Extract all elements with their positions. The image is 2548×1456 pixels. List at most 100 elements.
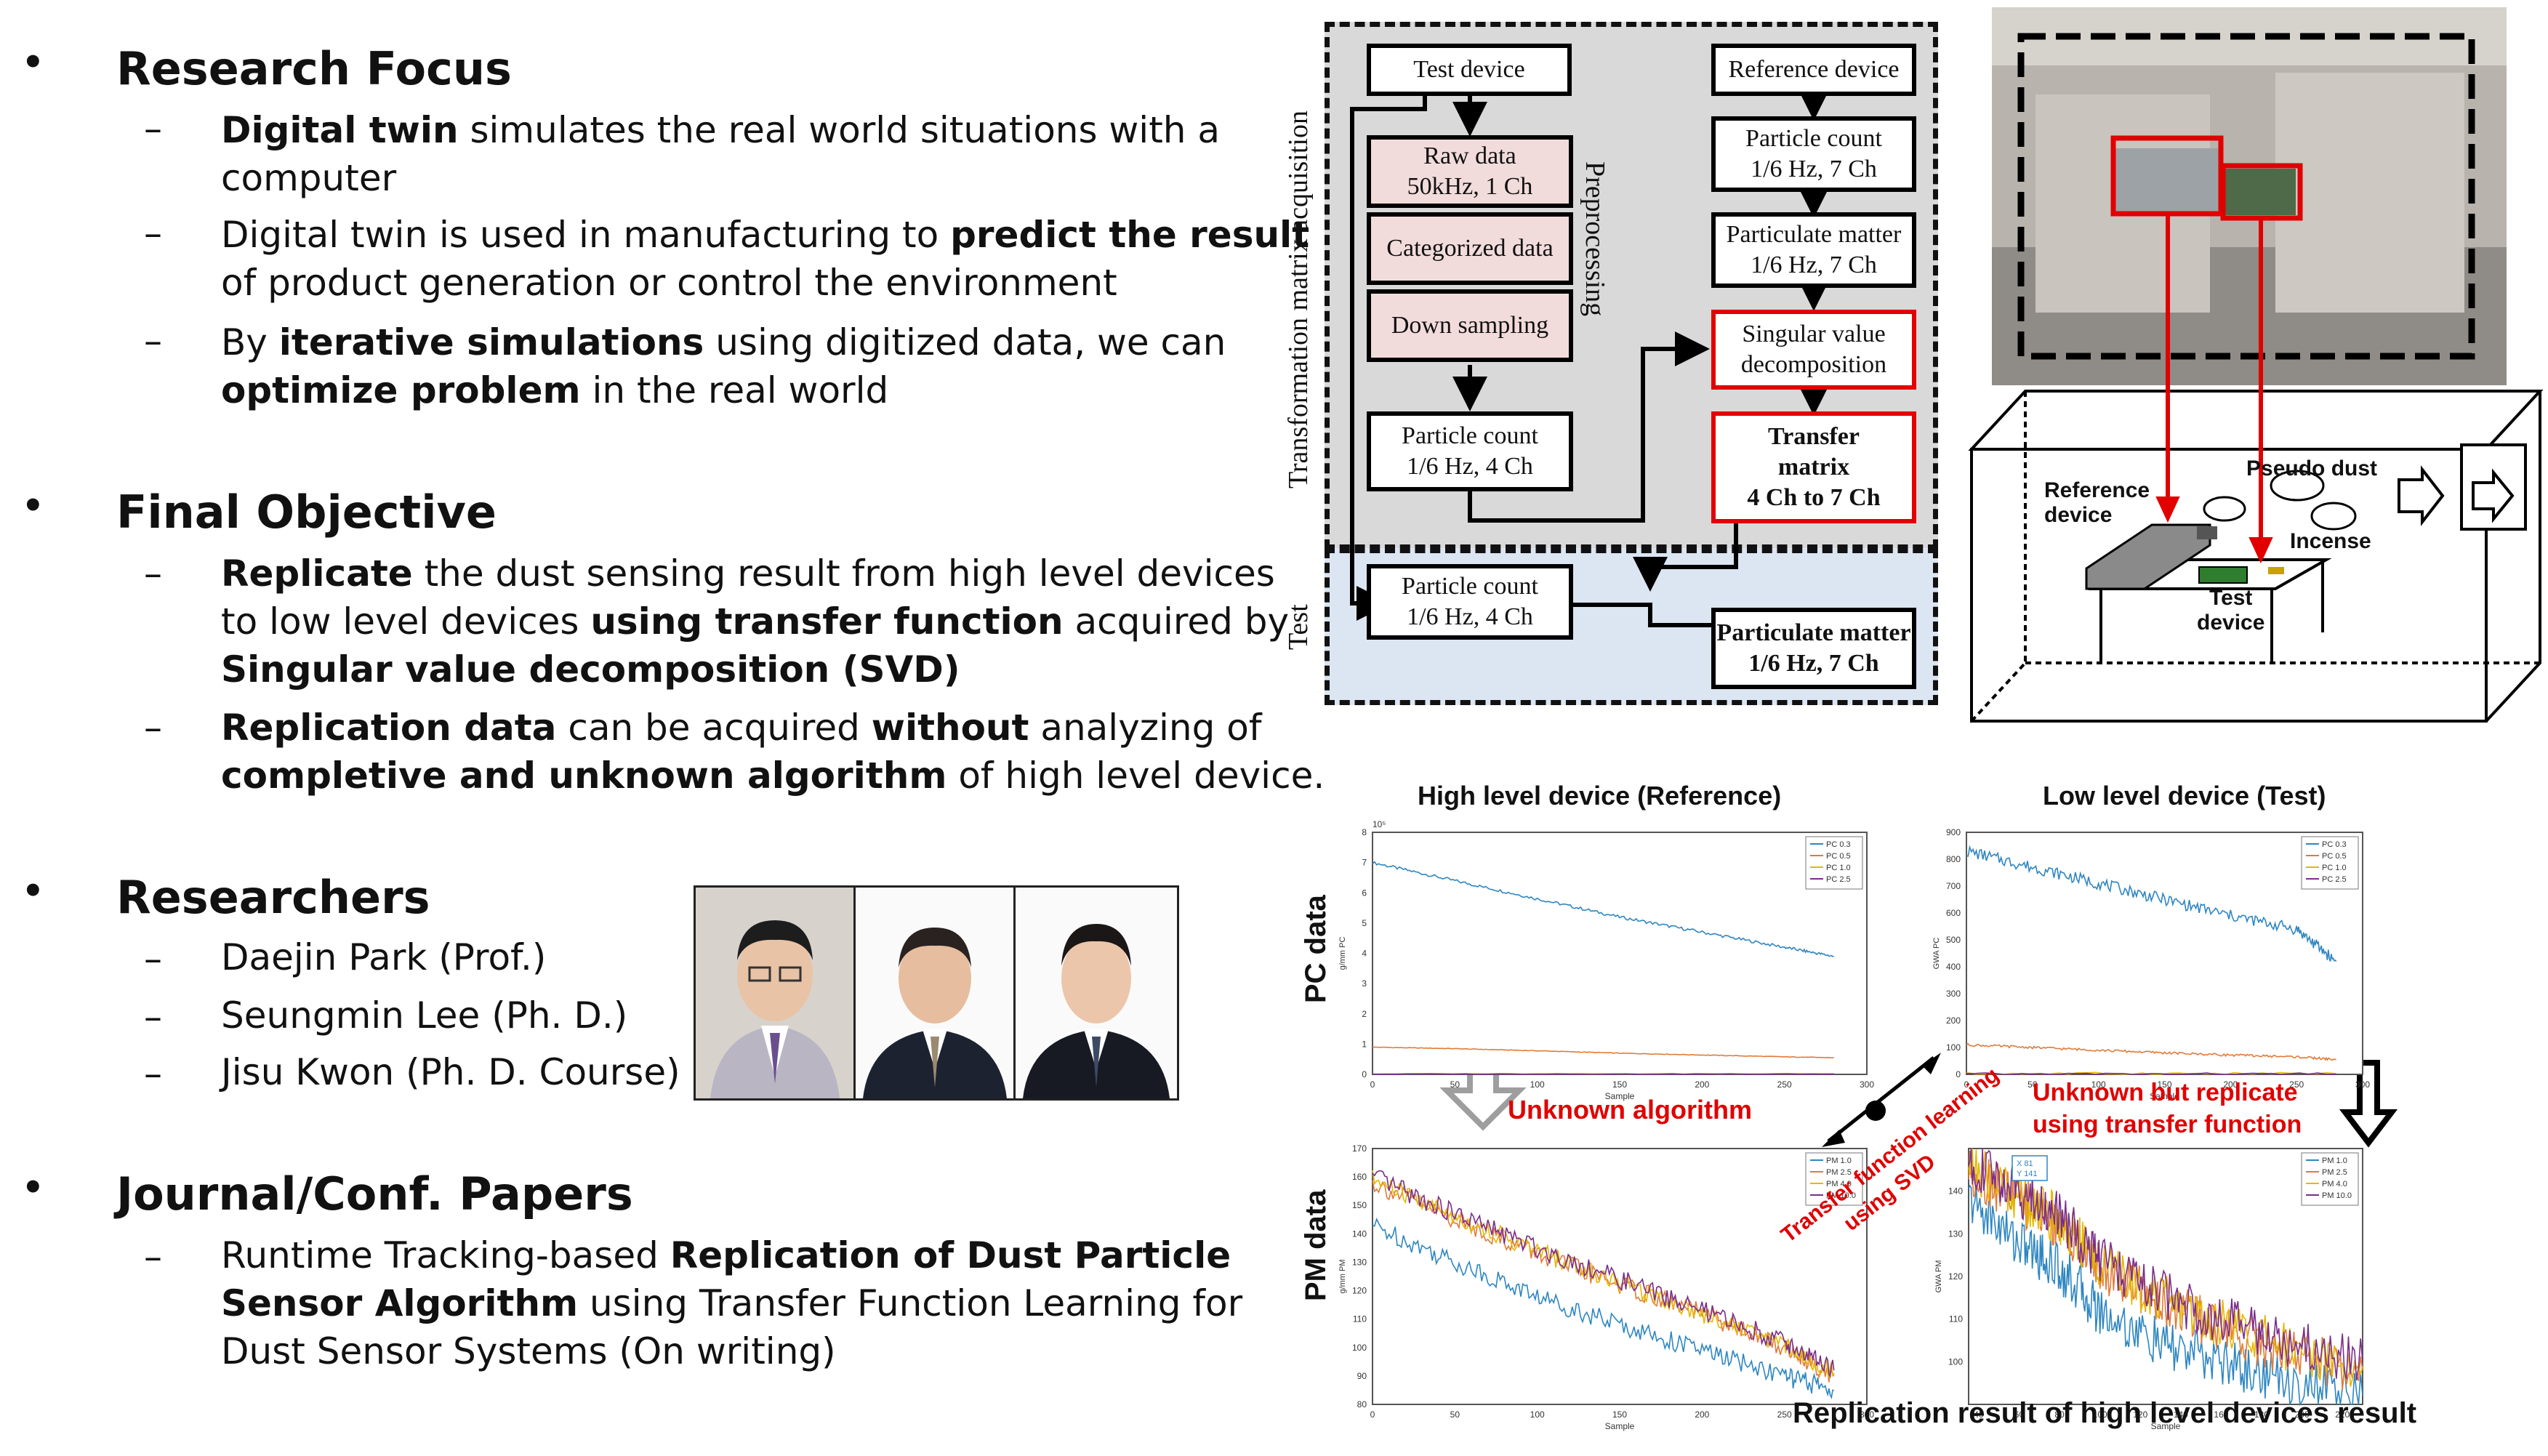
high_pc-x-tick: 100 (1530, 1079, 1545, 1090)
low_pc-x-tick: 200 (2223, 1079, 2238, 1090)
high_pc-xlabel: Sample (1605, 1091, 1635, 1101)
research-focus-item-2: Digital twin is used in manufacturing to… (221, 214, 1310, 304)
low_pc-x-tick: 300 (2355, 1079, 2370, 1090)
paper-item: Runtime Tracking-based Replication of Du… (221, 1234, 1243, 1372)
datatip-y: Y 141 (2017, 1170, 2038, 1178)
high_pc-series-line (1372, 861, 1834, 957)
high_pm-series-line (1372, 1170, 1835, 1379)
dash: – (144, 1053, 162, 1095)
dash: – (144, 996, 162, 1038)
learning-dot (1865, 1101, 1886, 1121)
low_pm-x-tick: 160 (2214, 1409, 2228, 1420)
low_pm-legend (2301, 1152, 2359, 1206)
low_pc-series-line (1966, 1072, 2336, 1075)
high_pc-x-tick: 0 (1370, 1079, 1375, 1090)
pseudo-dust-label: Pseudo dust (2246, 456, 2378, 480)
low_pc-ylabel: GWA PC (1932, 938, 1941, 970)
low_pc-y-tick: 800 (1946, 854, 1961, 864)
researcher-name: Seungmin Lee (Ph. D.) (221, 994, 628, 1037)
high_pc-y-tick: 6 (1362, 888, 1367, 898)
low_pm-xlabel: Sample (2151, 1421, 2181, 1431)
low_pc-y-tick: 100 (1946, 1042, 1961, 1053)
low_pm-x-tick: 120 (2133, 1409, 2147, 1420)
low_pc-legend-entry: PC 1.0 (2322, 864, 2347, 872)
low_pc-xlabel: Sample (2150, 1091, 2179, 1101)
low_pc-y-tick: 300 (1946, 989, 1961, 999)
low_pc-y-tick: 500 (1946, 935, 1961, 945)
test-device-box: Test device (1367, 44, 1572, 96)
high_pc-legend-entry: PC 0.5 (1826, 852, 1851, 861)
high_pc-y-tick: 0 (1362, 1069, 1367, 1079)
research-focus-item-1: Digital twin simulates the real world si… (221, 109, 1221, 199)
high_pm-x-tick: 100 (1530, 1409, 1545, 1420)
high_pc-legend-entry: PC 2.5 (1826, 875, 1851, 884)
low_pc-y-tick: 900 (1946, 827, 1961, 837)
researcher-name: Jisu Kwon (Ph. D. Course) (221, 1051, 680, 1093)
categorized-data-box: Categorized data (1367, 212, 1573, 285)
high_pm-y-tick: 90 (1357, 1371, 1367, 1381)
low_pc-y-tick: 200 (1946, 1015, 1961, 1026)
high_pm-ylabel: g/mm PM (1338, 1259, 1347, 1293)
low_pm-legend-entry: PM 2.5 (2322, 1168, 2347, 1177)
high_pc-x-tick: 150 (1612, 1079, 1627, 1090)
low_pc-x-tick: 250 (2289, 1079, 2304, 1090)
high_pc-y-tick: 7 (1362, 858, 1367, 868)
dash: – (144, 938, 162, 980)
dash: – (144, 1236, 162, 1278)
high_pc-legend-entry: PC 0.3 (1826, 840, 1851, 849)
high_pc-axes (1372, 832, 1868, 1075)
low_pm-y-tick: 120 (1948, 1271, 1963, 1282)
high_pm-legend-entry: PM 10.0 (1826, 1191, 1856, 1200)
high_pm-legend-entry: PM 4.0 (1826, 1180, 1852, 1188)
low_pm-x-tick: 80 (2054, 1409, 2065, 1420)
dash: – (144, 212, 162, 254)
high_pm-y-tick: 110 (1353, 1314, 1367, 1324)
high_pm-series-line (1372, 1218, 1834, 1400)
high_pc-legend-entry: PC 1.0 (1826, 864, 1851, 872)
low_pc-legend-entry: PC 0.3 (2322, 840, 2347, 849)
low_pc-legend (2301, 836, 2359, 890)
low_pc-y-tick: 700 (1946, 881, 1961, 891)
low_pm-legend-entry: PM 4.0 (2322, 1180, 2347, 1188)
high_pm-x-tick: 200 (1695, 1409, 1709, 1420)
low_pm-legend-entry: PM 1.0 (2322, 1157, 2347, 1165)
high_pm-y-tick: 170 (1352, 1143, 1367, 1154)
dash: – (144, 108, 162, 150)
low_pm-series-line (1968, 1148, 2363, 1381)
bullet: • (22, 486, 44, 526)
learning-arrow (1827, 1056, 1935, 1143)
dash: – (144, 707, 162, 749)
low_pm-x-tick: 140 (2174, 1409, 2188, 1420)
high_pc-x-tick: 300 (1860, 1079, 1874, 1090)
high_pm-x-tick: 300 (1860, 1409, 1874, 1420)
low_pc-y-tick: 600 (1946, 908, 1961, 918)
low_pc-x-tick: 0 (1964, 1079, 1969, 1090)
final-objective-item-1: Replicate the dust sensing result from h… (221, 552, 1290, 691)
researcher-photo (694, 885, 856, 1101)
unknown-arrow (1439, 1067, 1527, 1131)
researcher-photo (1013, 885, 1179, 1101)
low_pm-x-tick: 180 (2254, 1409, 2269, 1420)
high_pc-ylabel: g/mm PC (1338, 937, 1347, 970)
low_pc-x-tick: 50 (2027, 1079, 2038, 1090)
low_pm-y-tick: 140 (1948, 1186, 1963, 1196)
low_pm-y-tick: 110 (1949, 1314, 1963, 1324)
high_pm-x-tick: 150 (1612, 1409, 1627, 1420)
learning-arrowhead (1822, 1130, 1845, 1147)
unknown-algorithm-text: Unknown algorithm (1508, 1095, 1752, 1125)
low_pm-x-tick: 220 (2335, 1409, 2350, 1420)
unknown-but-line-2: using transfer function (2033, 1111, 2302, 1138)
low_pm-y-tick: 130 (1948, 1228, 1963, 1239)
incense-label: Incense (2290, 529, 2371, 553)
high_pc-legend (1805, 836, 1863, 890)
